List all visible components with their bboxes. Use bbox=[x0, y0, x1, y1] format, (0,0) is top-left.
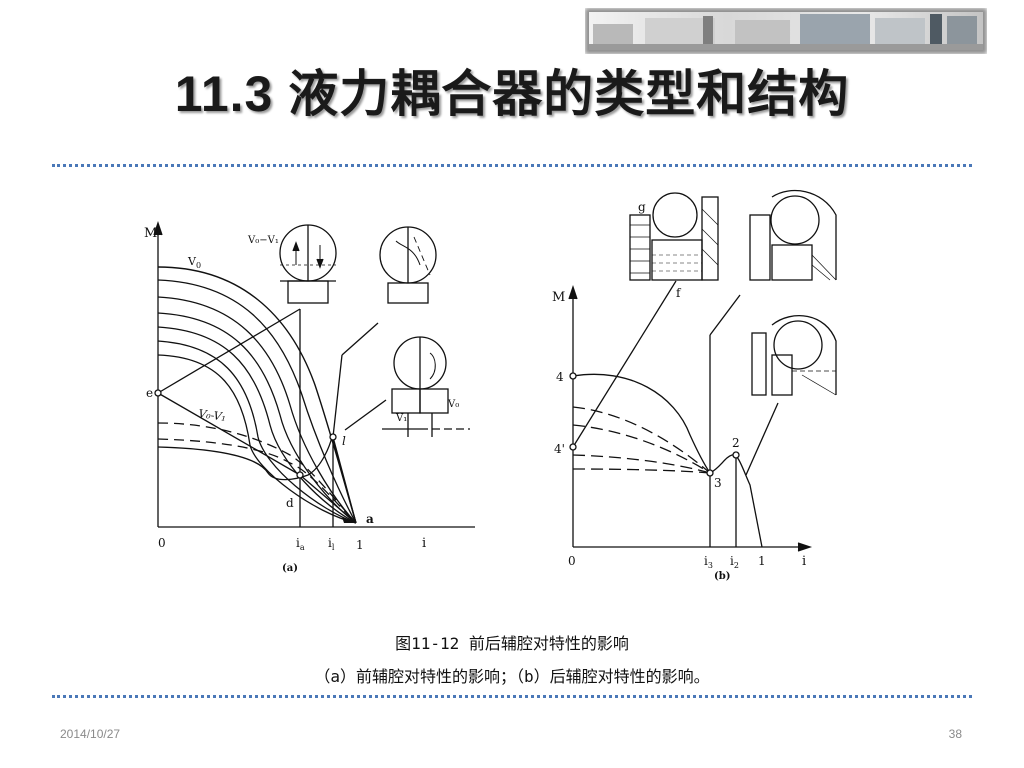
figure-b-level-4-label: 4 bbox=[556, 370, 564, 384]
figure-b-y-axis-label: M bbox=[552, 290, 565, 305]
figure-a-y-axis-label: M bbox=[144, 226, 157, 241]
figure-b-origin-label: 0 bbox=[568, 554, 576, 568]
figure-b-tick-i3: i3 bbox=[704, 554, 713, 570]
figure-b-panel-label: (b) bbox=[714, 571, 730, 582]
figure-a-panel-label: (a) bbox=[282, 563, 298, 574]
footer-date: 2014/10/27 bbox=[60, 727, 121, 741]
header-banner-image bbox=[585, 8, 987, 54]
figure-a-diagram: M V0 e V₀-V₁ d l a 0 ia il 1 i (a) V₀−V₁… bbox=[144, 220, 475, 574]
figure-a-inset-label-top: V₀−V₁ bbox=[247, 235, 279, 246]
figure-a-tick-ia: ia bbox=[296, 536, 305, 552]
figure-a-coupling-insets bbox=[279, 224, 470, 437]
figure-b-diagram: M 4 4' 3 2 g f 0 i3 i2 1 i (b) bbox=[552, 190, 837, 582]
figure-b-label-g: g bbox=[638, 200, 646, 214]
figure-b-x-axis-label: i bbox=[802, 554, 806, 569]
figure-a-point-l-label: l bbox=[342, 434, 346, 448]
footer-page-number: 38 bbox=[948, 727, 962, 741]
figure-a-tick-one: 1 bbox=[356, 538, 364, 552]
figure-a-origin-label: 0 bbox=[158, 536, 166, 550]
slide-title: 11.3 液力耦合器的类型和结构 bbox=[174, 66, 850, 122]
figure-b-level-4p-label: 4' bbox=[554, 442, 565, 456]
figure-caption-title: 图11-12 前后辅腔对特性的影响 bbox=[395, 634, 629, 653]
figure-a-x-axis-label: i bbox=[422, 536, 426, 551]
figure-a-point-d-label: d bbox=[286, 496, 294, 510]
figure-caption-subtitle: （a）前辅腔对特性的影响；（b）后辅腔对特性的影响。 bbox=[314, 667, 710, 686]
figure-a-tick-il: il bbox=[328, 536, 335, 552]
figure-b-point-2-label: 2 bbox=[732, 436, 740, 450]
figure-a-point-e-label: e bbox=[146, 386, 153, 400]
figure-b-tick-i2: i2 bbox=[730, 554, 739, 570]
figure-a-point-a-label: a bbox=[366, 512, 374, 526]
figure-b-tick-one: 1 bbox=[758, 554, 766, 568]
figure-a-curve-diff-label: V₀-V₁ bbox=[198, 407, 227, 424]
figure-a-curve-v0-label: V0 bbox=[187, 255, 201, 270]
figure-a-inset-v0-label: V₀ bbox=[447, 399, 459, 410]
top-dotted-divider bbox=[52, 164, 972, 167]
figure-b-point-3-label: 3 bbox=[714, 476, 722, 490]
figure-b-coupling-insets bbox=[629, 190, 837, 396]
figure-b-label-f: f bbox=[676, 286, 682, 300]
figure-a-inset-v1-label: V₁ bbox=[395, 413, 407, 424]
bottom-dotted-divider bbox=[52, 695, 972, 698]
